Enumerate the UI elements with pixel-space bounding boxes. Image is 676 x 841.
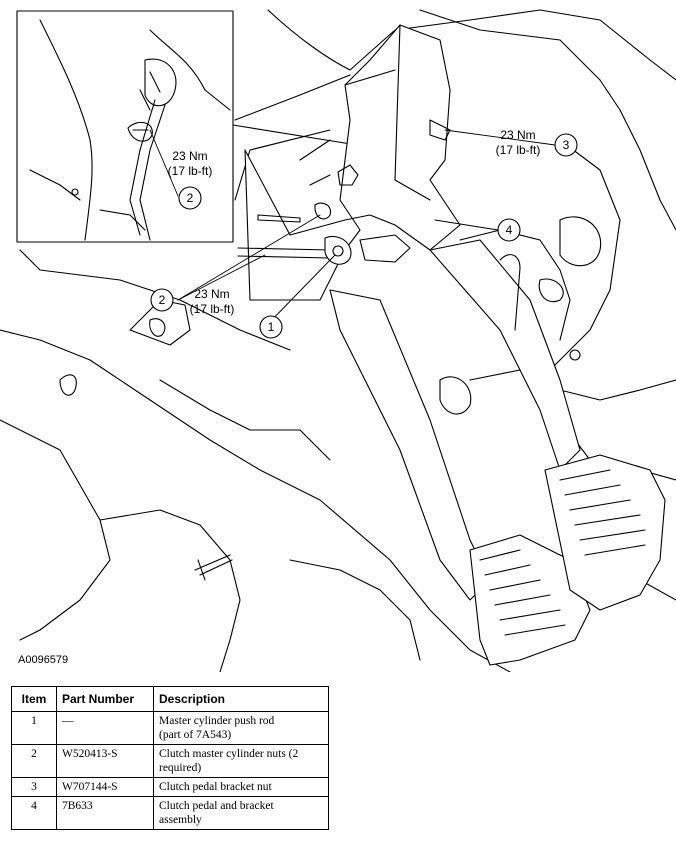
row-part-number: W707144-S (56, 777, 154, 797)
row-item: 2 (11, 744, 57, 778)
svg-text:(17 lb-ft): (17 lb-ft) (190, 302, 235, 316)
svg-text:2: 2 (187, 191, 194, 205)
header-item: Item (11, 686, 57, 712)
push-rod (237, 234, 411, 265)
table-row: 4 7B633 Clutch pedal and bracket assembl… (11, 796, 329, 830)
row-description: Clutch pedal bracket nut (153, 777, 329, 797)
inset-detail (16, 10, 234, 243)
svg-text:(17 lb-ft): (17 lb-ft) (496, 143, 541, 157)
leader-lines (149, 129, 556, 328)
row-part-number: W520413-S (56, 744, 154, 778)
row-description: Master cylinder push rod (part of 7A543) (153, 711, 329, 745)
pedal-bracket (244, 24, 461, 301)
row-part-number: 7B633 (56, 796, 154, 830)
callout-1: 1 (259, 315, 283, 339)
parts-table: Item Part Number Description 1 — Master … (11, 686, 329, 830)
svg-text:4: 4 (506, 223, 513, 237)
callout-4: 4 (497, 218, 521, 242)
table-row: 3 W707144-S Clutch pedal bracket nut (11, 777, 329, 797)
table-header-row: Item Part Number Description (11, 686, 329, 712)
row-item: 3 (11, 777, 57, 797)
svg-text:1: 1 (268, 320, 275, 334)
row-description-line: Clutch master cylinder nuts (2 (159, 748, 299, 760)
row-item: 4 (11, 796, 57, 830)
row-description: Clutch pedal and bracket assembly (153, 796, 329, 830)
callout-3: 3 23 Nm (17 lb-ft) (496, 128, 578, 157)
row-description-line: Master cylinder push rod (159, 715, 275, 727)
svg-text:23 Nm: 23 Nm (194, 287, 229, 301)
svg-text:2: 2 (159, 293, 166, 307)
svg-text:23 Nm: 23 Nm (500, 128, 535, 142)
pedals (329, 216, 666, 666)
row-description-line: required) (159, 762, 202, 774)
row-description: Clutch master cylinder nuts (2 required) (153, 744, 329, 778)
svg-text:(17 lb-ft): (17 lb-ft) (168, 164, 213, 178)
header-description: Description (153, 686, 329, 712)
row-description-line: assembly (159, 814, 202, 826)
row-description-line: Clutch pedal bracket nut (159, 781, 272, 793)
header-part-number: Part Number (56, 686, 154, 712)
table-row: 1 — Master cylinder push rod (part of 7A… (11, 711, 329, 745)
row-description-line: (part of 7A543) (159, 729, 232, 741)
svg-text:23 Nm: 23 Nm (172, 149, 207, 163)
row-part-number: — (56, 711, 154, 745)
callout-2-main: 2 23 Nm (17 lb-ft) (150, 287, 235, 316)
callout-2-inset: 2 23 Nm (17 lb-ft) (168, 149, 213, 210)
table-row: 2 W520413-S Clutch master cylinder nuts … (11, 744, 329, 778)
svg-text:3: 3 (563, 138, 570, 152)
row-description-line: Clutch pedal and bracket (159, 800, 274, 812)
figure-id: A0096579 (18, 654, 69, 666)
row-item: 1 (11, 711, 57, 745)
inset-leader-line (232, 124, 358, 146)
clutch-pedal-diagram: 2 23 Nm (17 lb-ft) 2 23 Nm (17 lb-ft) 1 … (0, 9, 676, 672)
